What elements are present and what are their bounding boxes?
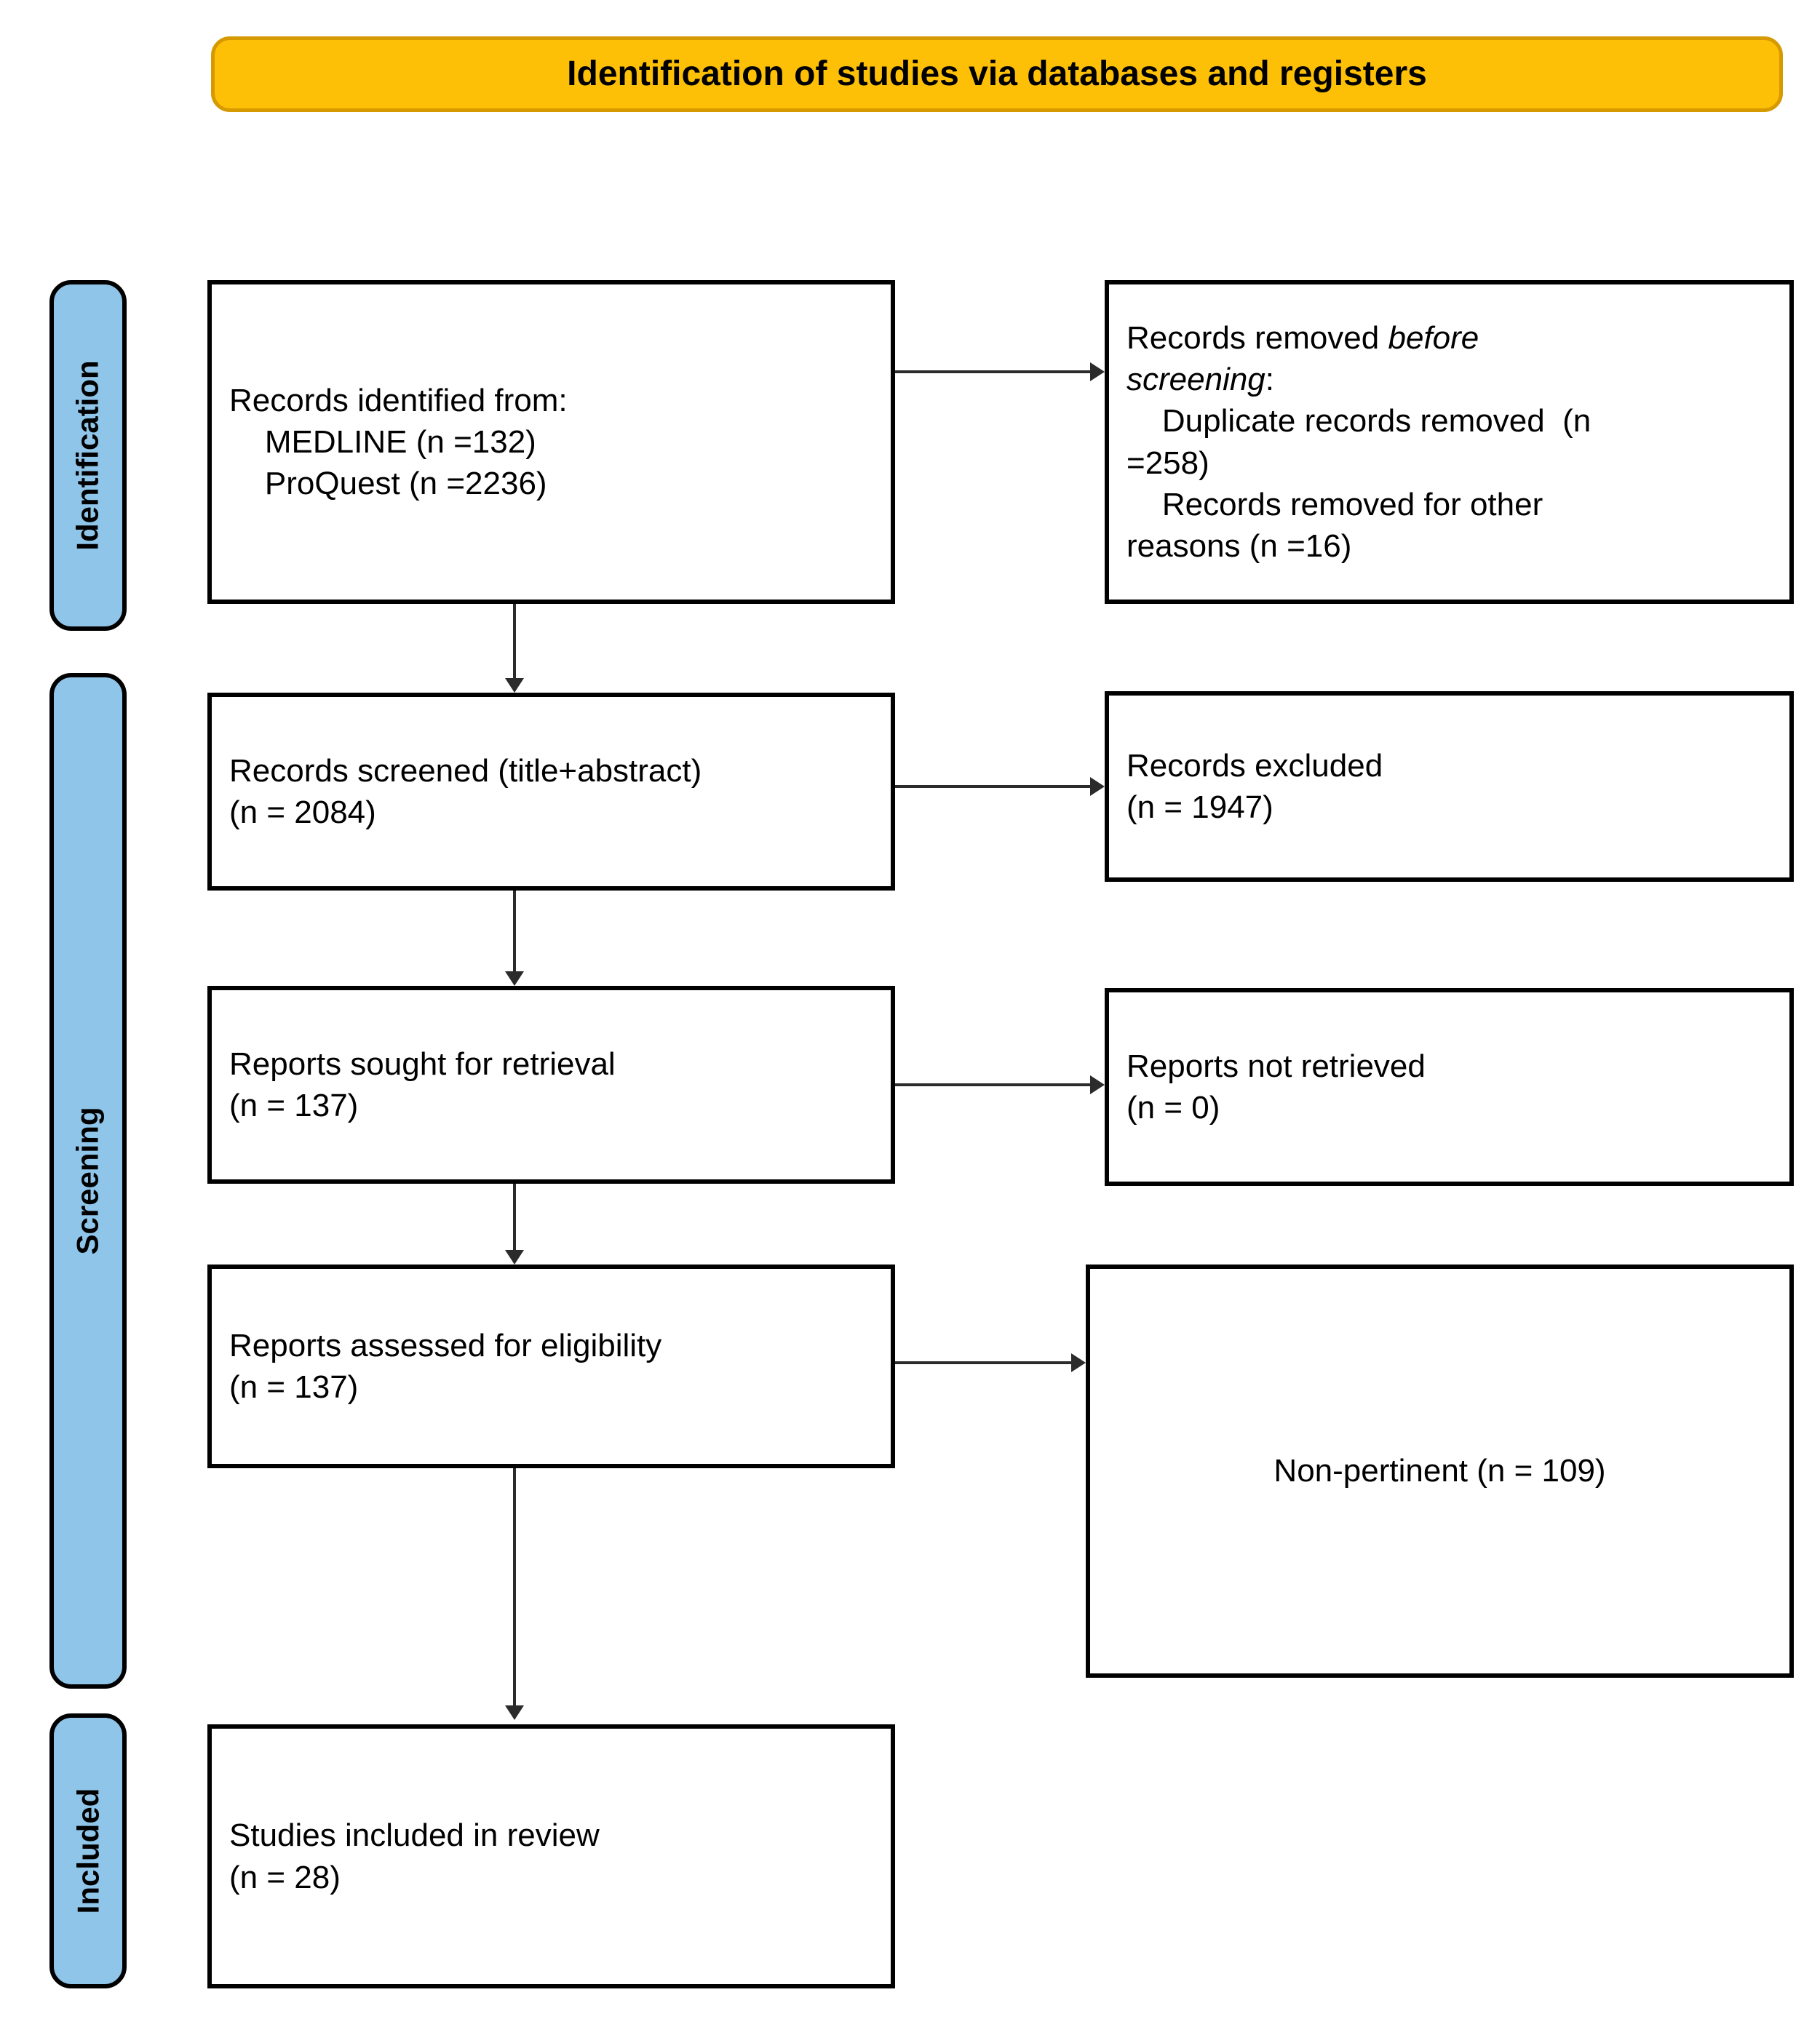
connector-line-sought-to-not-retrieved [895, 1083, 1092, 1086]
box-studies-included-line1: Studies included in review [229, 1817, 600, 1854]
box-reports-not-retrieved: Reports not retrieved (n = 0) [1105, 988, 1794, 1186]
box-reports-not-retrieved-line2: (n = 0) [1126, 1090, 1220, 1126]
phase-label-identification-text: Identification [71, 360, 105, 551]
box-reports-assessed-line2: (n = 137) [229, 1369, 359, 1405]
phase-label-screening-text: Screening [71, 1107, 106, 1255]
box-studies-included: Studies included in review (n = 28) [207, 1724, 895, 1988]
box-records-removed-before-screening: Records removed before screening: Duplic… [1105, 280, 1794, 604]
box-records-identified-line2: MEDLINE (n =132) [229, 423, 536, 460]
box-records-removed-line4: =258) [1126, 445, 1209, 481]
phase-label-included-text: Included [71, 1788, 105, 1914]
arrow-down-icon-to-included [505, 1705, 524, 1720]
box-records-removed-line6: reasons (n =16) [1126, 527, 1352, 564]
box-records-removed-line1: Records removed before [1126, 317, 1772, 359]
removed-line2-plain: : [1265, 362, 1275, 398]
connector-line-identified-to-removed [895, 370, 1092, 373]
removed-line1-plain: Records removed [1126, 319, 1388, 356]
box-reports-assessed-line1: Reports assessed for eligibility [229, 1327, 662, 1363]
box-records-screened: Records screened (title+abstract) (n = 2… [207, 693, 895, 891]
box-studies-included-line2: (n = 28) [229, 1859, 341, 1895]
box-reports-assessed: Reports assessed for eligibility (n = 13… [207, 1265, 895, 1468]
header-banner: Identification of studies via databases … [211, 36, 1783, 112]
removed-line2-italic: screening [1126, 362, 1265, 398]
box-non-pertinent-line1: Non-pertinent (n = 109) [1273, 1453, 1606, 1489]
box-reports-sought: Reports sought for retrieval (n = 137) [207, 986, 895, 1184]
phase-label-screening: Screening [49, 673, 127, 1689]
arrow-down-icon-to-sought [505, 971, 524, 986]
connector-line-assessed-to-non-pertinent [895, 1361, 1073, 1364]
box-reports-not-retrieved-line1: Reports not retrieved [1126, 1048, 1426, 1084]
arrow-down-icon-to-assessed [505, 1250, 524, 1265]
box-records-removed-line3: Duplicate records removed (n [1126, 403, 1591, 439]
phase-label-included: Included [49, 1713, 127, 1988]
connector-line-screened-to-sought [513, 891, 516, 976]
box-records-excluded: Records excluded (n = 1947) [1105, 691, 1794, 882]
phase-label-identification: Identification [49, 280, 127, 631]
arrow-right-icon-to-not-retrieved [1090, 1075, 1105, 1094]
arrow-right-icon-to-excluded [1090, 777, 1105, 796]
box-records-excluded-line1: Records excluded [1126, 747, 1383, 784]
banner-title: Identification of studies via databases … [567, 54, 1427, 93]
box-reports-sought-line2: (n = 137) [229, 1088, 359, 1123]
connector-line-identified-to-screened [513, 604, 516, 682]
arrow-right-icon-to-removed [1090, 362, 1105, 381]
box-records-removed-line2: screening: [1126, 359, 1772, 400]
arrow-down-icon-to-screened [505, 678, 524, 693]
box-records-identified-line3: ProQuest (n =2236) [229, 466, 547, 502]
box-records-screened-line1: Records screened (title+abstract) [229, 752, 702, 789]
box-non-pertinent: Non-pertinent (n = 109) [1086, 1265, 1794, 1678]
connector-line-screened-to-excluded [895, 785, 1092, 788]
removed-line1-italic: before [1388, 319, 1479, 356]
box-records-screened-line2: (n = 2084) [229, 795, 376, 830]
box-reports-sought-line1: Reports sought for retrieval [229, 1046, 616, 1082]
box-records-removed-line5: Records removed for other [1126, 486, 1543, 522]
box-records-identified-line1: Records identified from: [229, 382, 568, 418]
box-records-identified: Records identified from: MEDLINE (n =132… [207, 280, 895, 604]
connector-line-sought-to-assessed [513, 1184, 516, 1254]
connector-line-assessed-to-included [513, 1468, 516, 1710]
box-records-excluded-line2: (n = 1947) [1126, 789, 1273, 825]
arrow-right-icon-to-non-pertinent [1071, 1353, 1086, 1372]
